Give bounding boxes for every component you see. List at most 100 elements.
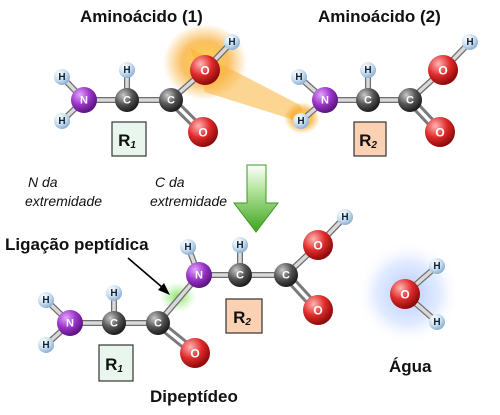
dp-amide-nitrogen-sphere	[186, 262, 212, 288]
aa1-nitrogen-sphere	[71, 87, 97, 113]
peptide-bond-label: Ligação peptídica	[5, 235, 149, 254]
dp-carbonyl1-carbon-atom: C	[146, 311, 170, 335]
n-terminal-label-line1: N da	[28, 174, 58, 190]
svg-text:R1: R1	[105, 355, 123, 375]
aa2-carboxyl-carbon-atom: C	[398, 88, 422, 112]
aa1-alpha-h-atom: H	[119, 62, 135, 78]
aa1-hydroxyl-oxygen-symbol: O	[200, 64, 209, 78]
aa1-hydroxyl-oxygen-atom: O	[190, 55, 220, 85]
aa2-carboxyl-carbon-sphere	[398, 88, 422, 112]
dp-carbonyl2-oxygen-atom: O	[303, 295, 333, 325]
dp-carbonyl1-oxygen-sphere	[180, 338, 210, 368]
dp-hydroxyl-oxygen-symbol: O	[313, 239, 322, 253]
aa1-alpha-h-symbol: H	[123, 65, 130, 76]
n-terminal-label-line2: extremidade	[25, 193, 102, 209]
dp-alpha2-h-symbol: H	[236, 240, 243, 251]
dp-carbonyl1-oxygen-atom: O	[180, 338, 210, 368]
water-oxygen-symbol: O	[400, 288, 409, 302]
aa1-hydroxyl-oxygen-sphere	[190, 55, 220, 85]
aa2-h-top-sphere	[291, 69, 307, 85]
svg-text:R2: R2	[233, 308, 251, 328]
aa2-alpha-carbon-symbol: C	[364, 95, 372, 107]
water-h-bottom-symbol: H	[433, 317, 440, 328]
dp-h-top-atom: H	[38, 292, 54, 308]
aa2-carbonyl-oxygen-sphere	[425, 117, 455, 147]
water-h-top-atom: H	[429, 258, 445, 274]
dp-carbonyl1-carbon-symbol: C	[154, 318, 162, 330]
aa2-carboxyl-carbon-symbol: C	[406, 95, 414, 107]
aa1-hydroxyl-h-sphere	[224, 34, 240, 50]
dp-alpha1-h-sphere	[106, 285, 122, 301]
dp-alpha1-h-symbol: H	[110, 288, 117, 299]
amino-acid-1-title: Aminoácido (1)	[80, 7, 203, 26]
dp-amide-nitrogen-atom: N	[186, 262, 212, 288]
aa1-alpha-h-sphere	[119, 62, 135, 78]
water-oxygen-atom: O	[390, 279, 420, 309]
water-h-bottom-atom: H	[429, 314, 445, 330]
water-title: Água	[389, 357, 432, 376]
dp-hydroxyl-h-atom: H	[337, 209, 353, 225]
aa2-hydroxyl-oxygen-symbol: O	[438, 64, 447, 78]
aa1-carbonyl-oxygen-atom: O	[188, 117, 218, 147]
dp-alpha1-carbon-symbol: C	[110, 318, 118, 330]
aa1-h-top-symbol: H	[58, 72, 65, 83]
aa2-alpha-h-atom: H	[360, 62, 376, 78]
r1-box-top: R1	[111, 121, 147, 157]
water-h-top-sphere	[429, 258, 445, 274]
r2-box-dipeptide: R2	[225, 298, 263, 334]
aa2-nitrogen-sphere	[312, 87, 338, 113]
aa2-hydroxyl-oxygen-atom: O	[428, 55, 458, 85]
water-h-top-symbol: H	[433, 261, 440, 272]
aa2-hydroxyl-h-atom: H	[462, 34, 478, 50]
dp-h-bottom-symbol: H	[42, 340, 49, 351]
dp-h-bottom-atom: H	[38, 337, 54, 353]
aa1-h-bottom-atom: H	[54, 113, 70, 129]
svg-text:R1: R1	[118, 131, 136, 151]
aa1-h-bottom-sphere	[54, 113, 70, 129]
aa2-hydroxyl-oxygen-sphere	[428, 55, 458, 85]
aa1-carbonyl-oxygen-sphere	[188, 117, 218, 147]
amino-acid-2-title: Aminoácido (2)	[318, 7, 441, 26]
aa1-nitrogen-atom: N	[71, 87, 97, 113]
dp-amide-h-atom: H	[180, 239, 196, 255]
r2-box-top: R2	[353, 121, 387, 157]
dp-amide-h-sphere	[180, 239, 196, 255]
peptide-bond-pointer	[127, 257, 170, 295]
dp-alpha2-carbon-symbol: C	[236, 270, 244, 282]
aa1-nitrogen-symbol: N	[80, 95, 88, 107]
aa1-h-top-sphere	[54, 69, 70, 85]
dp-nitrogen-sphere	[57, 310, 83, 336]
aa1-carboxyl-carbon-atom: C	[159, 88, 183, 112]
dp-carbonyl2-oxygen-sphere	[303, 295, 333, 325]
aa2-carbonyl-oxygen-symbol: O	[435, 126, 444, 140]
dp-carbonyl1-carbon-sphere	[146, 311, 170, 335]
dp-alpha2-h-atom: H	[232, 237, 248, 253]
aa2-alpha-h-symbol: H	[364, 65, 371, 76]
dp-alpha2-carbon-sphere	[228, 263, 252, 287]
dp-amide-h-symbol: H	[184, 242, 191, 253]
aa2-alpha-h-sphere	[360, 62, 376, 78]
c-terminal-label-line1: C da	[155, 174, 185, 190]
aa1-alpha-carbon-symbol: C	[123, 95, 131, 107]
dp-carbonyl2-oxygen-symbol: O	[313, 304, 322, 318]
aa2-h-bottom-atom: H	[293, 113, 309, 129]
aa2-hydroxyl-h-symbol: H	[466, 37, 473, 48]
aa2-nitrogen-atom: N	[312, 87, 338, 113]
aa2-nitrogen-symbol: N	[321, 95, 329, 107]
water-oxygen-sphere	[390, 279, 420, 309]
dp-hydroxyl-h-symbol: H	[341, 212, 348, 223]
dp-h-bottom-sphere	[38, 337, 54, 353]
dp-hydroxyl-oxygen-atom: O	[303, 230, 333, 260]
dp-nitrogen-atom: N	[57, 310, 83, 336]
aa1-h-top-atom: H	[54, 69, 70, 85]
dp-h-top-sphere	[38, 292, 54, 308]
aa1-alpha-carbon-atom: C	[115, 88, 139, 112]
dp-alpha2-h-sphere	[232, 237, 248, 253]
dp-amide-nitrogen-symbol: N	[195, 270, 203, 282]
dp-carboxyl-carbon-symbol: C	[282, 270, 290, 282]
aa2-alpha-carbon-sphere	[356, 88, 380, 112]
aa1-carbonyl-oxygen-symbol: O	[198, 126, 207, 140]
aa1-hydroxyl-h-symbol: H	[228, 37, 235, 48]
